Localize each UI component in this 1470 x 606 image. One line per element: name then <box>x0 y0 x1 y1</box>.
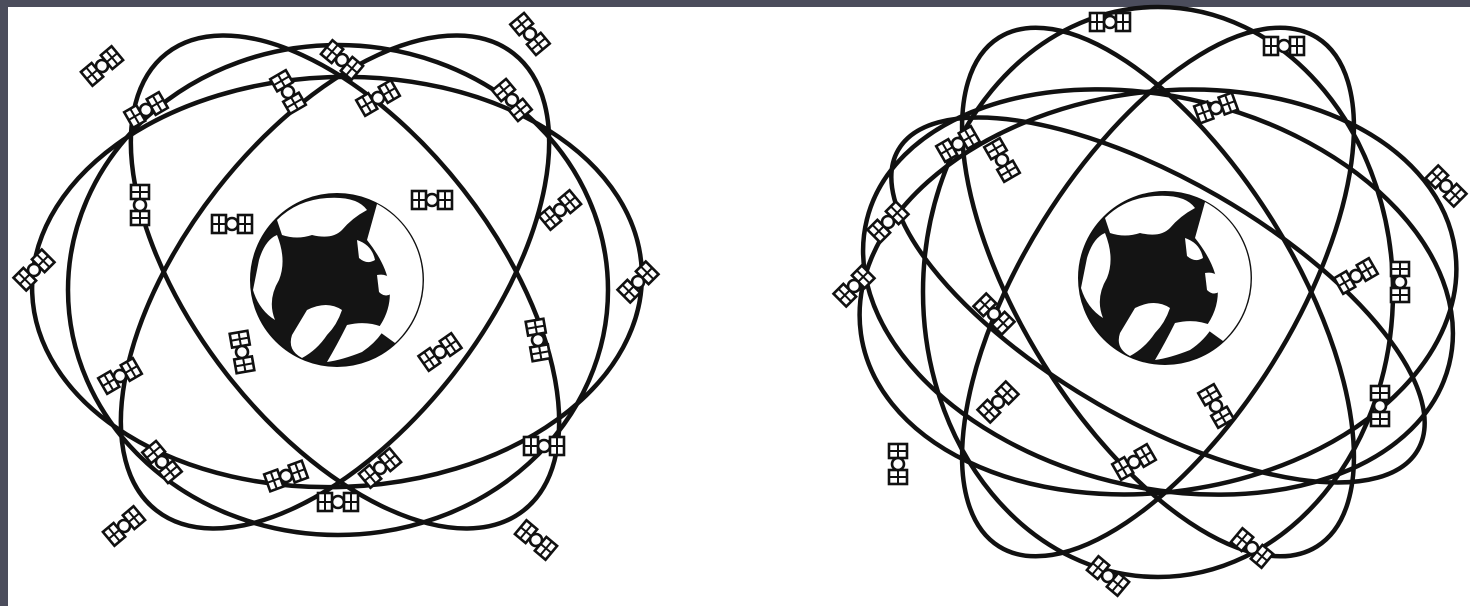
satellite-icon <box>418 333 461 371</box>
satellite-icon <box>131 185 149 225</box>
satellite-icon <box>833 265 874 306</box>
satellite-icon <box>1198 384 1234 428</box>
satellite-icon <box>1264 37 1304 55</box>
satellite-icon <box>510 13 550 55</box>
satellite-icon <box>13 249 54 290</box>
satellite-icon <box>318 493 358 511</box>
constellation-left <box>13 0 658 603</box>
satellite-icon <box>1425 165 1466 206</box>
satellite-icon <box>212 215 252 233</box>
satellite-icon <box>356 80 400 116</box>
satellite-icon <box>524 437 564 455</box>
earth-icon <box>1079 192 1251 364</box>
satellite-icon <box>977 381 1018 422</box>
satellite-icon <box>1371 386 1389 426</box>
satellite-icon <box>1194 93 1238 124</box>
satellite-icon <box>984 138 1020 182</box>
satellite-icon <box>515 520 557 560</box>
satellite-icon <box>1334 258 1378 294</box>
satellite-icon <box>1391 262 1409 302</box>
satellite-icon <box>412 191 452 209</box>
satellite-icon <box>1090 13 1130 31</box>
satellite-icon <box>98 358 142 394</box>
satellite-icon <box>103 506 145 546</box>
earth-icon <box>251 194 423 366</box>
satellite-icon <box>889 444 907 484</box>
satellite-icon <box>492 79 532 121</box>
satellite-icon <box>539 190 581 230</box>
constellation-right <box>820 0 1470 606</box>
satellite-icon <box>270 70 306 114</box>
satellite-icon <box>867 201 908 242</box>
satellite-icon <box>81 46 123 86</box>
satellite-icon <box>617 261 658 302</box>
satellite-icon <box>230 331 255 374</box>
satellite-icon <box>1087 556 1129 596</box>
satellite-icon <box>124 92 168 128</box>
